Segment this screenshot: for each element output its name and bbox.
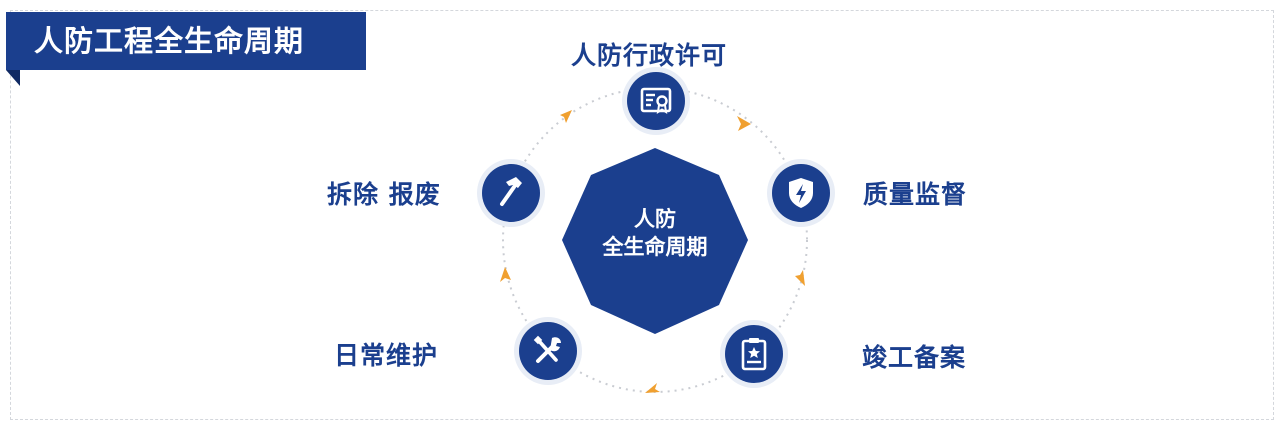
stage-node-maintenance[interactable] — [519, 322, 577, 380]
arrow-4 — [500, 267, 511, 282]
hammer-icon — [500, 177, 522, 206]
center-octagon — [562, 148, 748, 334]
stage-label-quality: 质量监督 — [863, 180, 968, 209]
center-label-line1: 人防 — [634, 207, 676, 231]
diagram-frame — [10, 10, 1274, 420]
arrow-2 — [795, 270, 805, 286]
clipboard-star-icon — [741, 338, 767, 371]
shield-lightning-icon — [789, 178, 813, 208]
stage-node-permit[interactable] — [627, 72, 685, 130]
stage-node-completion[interactable] — [725, 325, 783, 383]
cycle-arrows — [500, 110, 805, 393]
page-title: 人防工程全生命周期 — [6, 12, 366, 70]
stage-node-quality[interactable] — [772, 164, 830, 222]
title-banner-fold — [6, 70, 20, 86]
arrow-5 — [560, 110, 572, 123]
arrow-3 — [645, 383, 660, 393]
stage-label-completion: 竣工备案 — [862, 343, 967, 372]
stage-label-permit: 人防行政许可 — [571, 41, 728, 70]
stage-label-demolition: 拆除 报废 — [327, 180, 441, 209]
certificate-icon — [640, 87, 672, 114]
center-label-line2: 全生命周期 — [602, 235, 708, 259]
wrench-screwdriver-icon — [533, 335, 561, 363]
center-label: 人防 全生命周期 — [560, 205, 750, 261]
stage-label-maintenance: 日常维护 — [334, 341, 439, 370]
stage-node-demolition[interactable] — [482, 164, 540, 222]
arrow-1 — [737, 116, 751, 131]
